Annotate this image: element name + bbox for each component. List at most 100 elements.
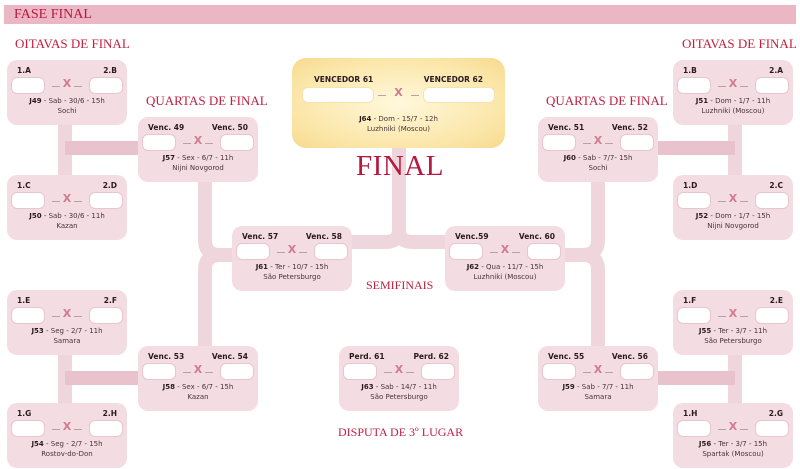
score-b-input[interactable] [755,77,789,94]
team-a-label: 1.H [683,409,698,418]
match-venue: São Petersburgo [263,273,321,281]
match-code: J59 [562,383,575,391]
score-b-input[interactable] [421,363,455,380]
score-a-input[interactable] [11,307,45,324]
team-b-label: 2.G [768,409,783,418]
match-card-j51: 1.B 2.A X J51 - Dom - 1/7 - 11h Luzhniki… [673,60,793,125]
connector-j59-j62 [560,248,605,350]
score-a-input[interactable] [677,192,711,209]
score-b-input[interactable] [755,307,789,324]
match-card-j56: 1.H 2.G X J56 - Ter - 3/7 - 15h Spartak … [673,403,793,468]
match-card-j50: 1.C 2.D X J50 - Sab - 30/6 - 11h Kazan [7,175,127,240]
match-date: - Ter - 3/7 - 15h [711,440,768,448]
match-date: - Ter - 3/7 - 11h [711,327,768,335]
team-a-label: 1.C [17,181,31,190]
match-card-j54: 1.G 2.H X J54 - Seg - 2/7 - 15h Rostov-d… [7,403,127,468]
match-card-j53: 1.E 2.F X J53 - Seg - 2/7 - 11h Samara [7,290,127,355]
match-code: J62 [466,263,480,271]
score-a-input[interactable] [236,243,270,260]
score-b-input[interactable] [89,77,123,94]
score-b-input[interactable] [620,134,654,151]
match-venue: Luzhniki (Moscou) [367,125,430,133]
match-venue: Kazan [56,222,78,230]
match-date: - Ter - 10/7 - 15h [268,263,329,271]
team-a-label: Venc.59 [455,232,489,241]
team-b-label: 2.A [769,66,783,75]
score-b-input[interactable] [620,363,654,380]
team-b-label: Venc. 50 [211,123,248,132]
match-venue: Rostov-do-Don [41,450,93,458]
score-b-input[interactable] [89,192,123,209]
score-b-input[interactable] [220,363,254,380]
score-a-input[interactable] [11,192,45,209]
section-title: FASE FINAL [14,7,92,22]
versus-mark: X [718,420,748,433]
score-b-input[interactable] [755,420,789,437]
team-b-label: Venc. 54 [211,352,248,361]
match-card-j55: 1.F 2.E X J55 - Ter - 3/7 - 11h São Pete… [673,290,793,355]
team-b-label: 2.H [102,409,117,418]
match-date: - Seg - 2/7 - 15h [43,440,103,448]
versus-mark: X [183,134,213,147]
section-header: FASE FINAL [4,5,796,24]
score-b-input[interactable] [89,420,123,437]
team-b-label: 2.B [103,66,117,75]
score-a-input[interactable] [677,77,711,94]
score-a-input[interactable] [677,307,711,324]
match-venue: São Petersburgo [704,337,762,345]
score-a-input[interactable] [142,134,176,151]
score-b-input[interactable] [755,192,789,209]
match-code: J52 [695,212,709,220]
versus-mark: X [583,363,613,376]
score-b-input[interactable] [89,307,123,324]
match-info: J56 - Ter - 3/7 - 15h [673,440,793,448]
team-a-label: 1.F [683,296,697,305]
team-a-label: 1.D [683,181,698,190]
score-b-input[interactable] [314,243,348,260]
team-b-label: Venc. 60 [518,232,555,241]
heading-quartas-left: QUARTAS DE FINAL [146,93,268,108]
match-info: J64 - Dom - 15/7 - 12h [292,115,505,123]
score-a-input[interactable] [11,420,45,437]
match-date: - Sab - 7/7 - 11h [574,383,634,391]
score-b-input[interactable] [220,134,254,151]
versus-mark: X [52,192,82,205]
match-venue: Samara [584,393,612,401]
match-code: J55 [698,327,712,335]
heading-final: FINAL [356,150,444,182]
match-info: J54 - Seg - 2/7 - 15h [7,440,127,448]
team-a-label: Venc. 53 [148,352,185,361]
score-a-input[interactable] [142,363,176,380]
team-a-label: Venc. 49 [148,123,185,132]
score-a-input[interactable] [677,420,711,437]
match-card-j52: 1.D 2.C X J52 - Dom - 1/7 - 15h Nijni No… [673,175,793,240]
team-b-label: 2.D [102,181,117,190]
score-b-input[interactable] [527,243,561,260]
team-b-label: Venc. 58 [305,232,342,241]
match-info: J57 - Sex - 6/7 - 11h [138,154,258,162]
match-info: J60 - Sab - 7/7- 15h [538,154,658,162]
match-venue: Nijni Novgorod [172,164,224,172]
heading-semifinais: SEMIFINAIS [366,278,434,292]
score-a-input[interactable] [343,363,377,380]
match-venue: Nijni Novgorod [707,222,759,230]
match-date: - Dom - 15/7 - 12h [371,115,438,123]
heading-third-place: DISPUTA DE 3º LUGAR [338,425,464,439]
versus-mark: X [490,243,520,256]
score-a-input[interactable] [449,243,483,260]
match-code: J54 [31,440,44,448]
team-a-label: 1.B [683,66,697,75]
score-b-input[interactable] [423,87,495,103]
score-a-input[interactable] [302,87,374,103]
team-b-label: 2.F [103,296,117,305]
team-b-label: Perd. 62 [413,352,449,361]
versus-mark: X [52,420,82,433]
team-b-label: VENCEDOR 62 [423,75,483,84]
score-a-input[interactable] [11,77,45,94]
score-a-input[interactable] [542,134,576,151]
match-info: J61 - Ter - 10/7 - 15h [232,263,352,271]
match-venue: Sochi [57,107,77,115]
match-info: J49 - Sab - 30/6 - 15h [7,97,127,105]
score-a-input[interactable] [542,363,576,380]
